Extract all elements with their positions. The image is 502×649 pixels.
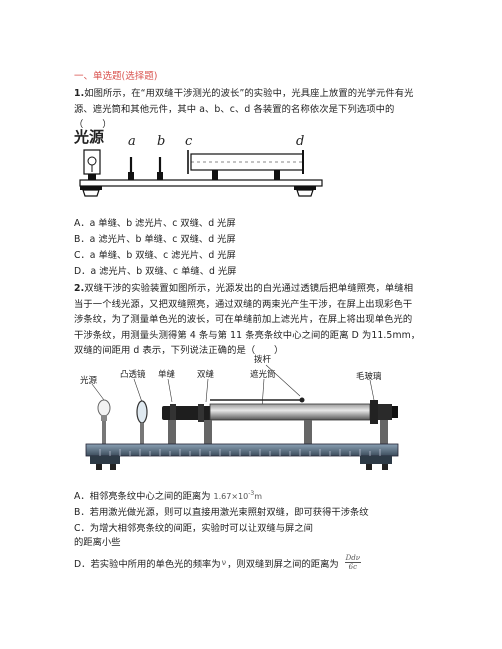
label-lens: 凸透镜 [120,370,146,380]
q2-line-2: 当于一个线光源，又把双缝照亮，通过双缝的两束光产生干涉，在屏上出现彩色干 [74,298,413,310]
label-double-slit: 双缝 [197,370,215,380]
label-light-source: 光源 [80,376,98,386]
figure-1-title: 光源 [74,128,105,146]
bench-rail [79,179,323,187]
label-b: b [157,134,166,149]
lens-icon [136,400,148,424]
q2-line-5: 双缝的间距用 d 表示，下列说法正确的是（ ） [74,345,284,356]
bulb-icon [97,399,111,417]
q1-line-3: （ ） [74,119,112,130]
label-screen: 毛玻璃 [356,372,382,382]
eyepiece [378,404,392,420]
optical-rail [85,443,399,457]
q2-option-d[interactable]: D．若实验中所用的单色光的频率为 ν ，则双缝到屏之间的距离为 Ddν 6c [74,554,362,571]
q2-option-b[interactable]: B．若用激光做光源，则可以直接用激光束照射双缝，即可获得干涉条纹 [74,507,369,518]
question-1-stem: 1.如图所示，在“用双缝干涉测光的波长”的实验中，光具座上放置的光学元件有光 源… [74,86,430,133]
q2-line-4: 干涉条纹，用测量头测得第 4 条与第 11 条亮条纹中心之间的距离 D 为11.… [74,329,421,341]
lamp-stand [88,174,96,180]
question-2-stem: 2.双缝干涉的实验装置如图所示，光源发出的白光通过透镜后把单缝照亮，单缝相 当于… [74,281,434,359]
right-leg [296,189,314,197]
figure-2: 拨杆 光源 凸透镜 单缝 双缝 遮光筒 毛玻璃 目镜 [80,355,410,480]
q2-option-c[interactable]: C．为增大相邻亮条纹的间距，实验时可以让双缝与屏之间 的距离小些 [74,523,313,548]
q1-option-c[interactable]: C．a 单缝、b 双缝、c 滤光片、d 光屏 [74,250,236,261]
label-rod: 拨杆 [254,355,272,365]
q1-option-b[interactable]: B．a 滤光片、b 单缝、c 双缝、d 光屏 [74,234,236,245]
label-single-slit: 单缝 [158,370,176,380]
section-title: 一、单选题(选择题) [74,71,158,82]
bulb-icon [87,156,97,166]
slit-holder [162,406,212,420]
fraction: Ddν 6c [344,554,362,571]
light-tube [209,403,371,421]
optical-bench-figure [79,149,323,197]
q2-line-3: 涉条纹，为了测量单色光的波长，可在单缝前加上滤光片，在屏上将出现单色光的 [74,314,413,325]
q1-line-1: 1.如图所示，在“用双缝干涉测光的波长”的实验中，光具座上放置的光学元件有光 [74,88,414,99]
label-d: d [296,134,305,149]
label-a: a [128,134,136,149]
figure-1: 光源 a b c d [74,128,328,204]
q2-line-1: 2.双缝干涉的实验装置如图所示，光源发出的白光通过透镜后把单缝照亮，单缝相 [74,283,414,294]
left-leg [82,189,100,197]
q1-option-a[interactable]: A．a 单缝、b 滤光片、c 双缝、d 光屏 [74,218,236,229]
label-c: c [185,134,193,149]
interference-apparatus-figure [85,364,399,470]
q1-option-d[interactable]: D．a 滤光片、b 双缝、c 单缝、d 光屏 [74,266,237,277]
q1-line-2: 源、遮光筒和其他元件，其中 a、b、c、d 各装置的名称依次是下列选项中的 [74,103,395,115]
label-tube: 遮光筒 [250,370,276,380]
